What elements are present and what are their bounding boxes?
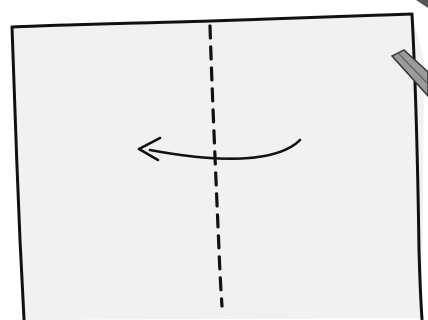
paper-sheet [12,14,424,320]
paper-fill [12,14,424,320]
